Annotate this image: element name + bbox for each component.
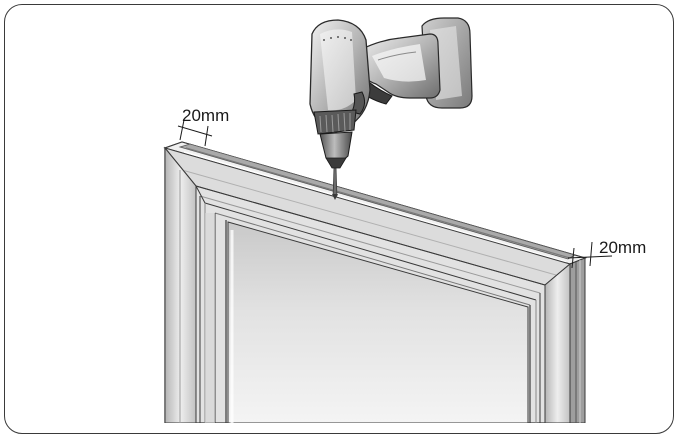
drill-clutch: [313, 109, 357, 135]
frame-top-channel: [178, 143, 577, 260]
dimension-right: 20mm: [567, 238, 646, 269]
drill-bit: [332, 165, 338, 200]
cordless-drill-icon: [309, 17, 473, 169]
drill-chuck: [319, 131, 353, 162]
frame-right-stile: [544, 262, 571, 423]
dimension-left: 20mm: [177, 106, 229, 147]
installation-diagram: 20mm 20mm: [163, 17, 646, 423]
dimension-right-label: 20mm: [599, 238, 646, 257]
dimension-left-label: 20mm: [182, 106, 229, 125]
glass-pane: [227, 221, 529, 423]
window-frame-illustration: [163, 141, 588, 423]
